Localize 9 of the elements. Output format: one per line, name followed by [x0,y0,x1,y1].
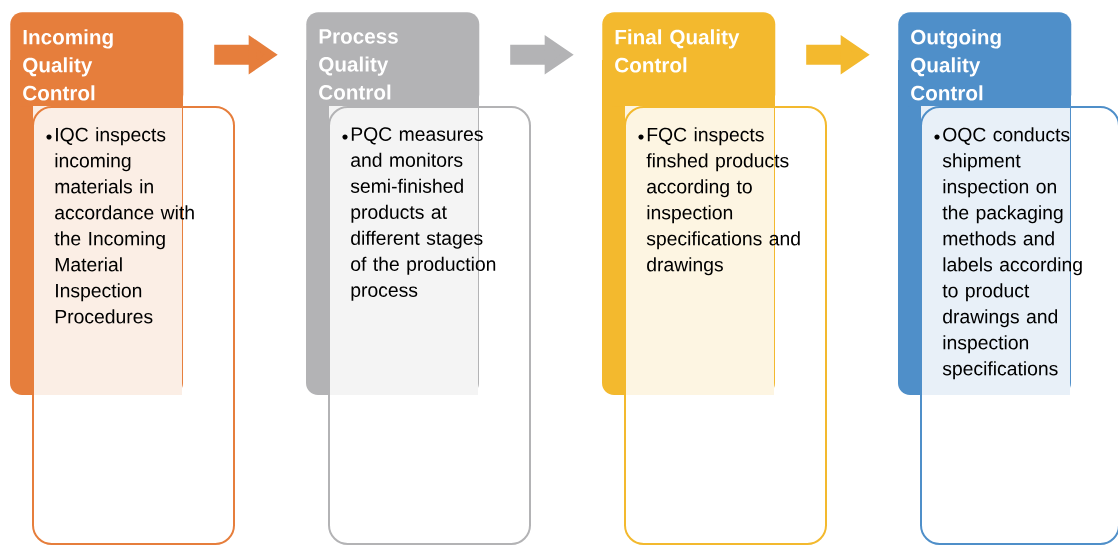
node-label: Process Quality Control [319,29,398,100]
stage-box: Incoming Quality Control [10,12,184,107]
node-label: Final Quality Control [615,29,740,73]
stage-box: Process Quality Control [306,12,480,107]
stage-box: Final Quality Control [602,12,776,107]
description-card: PQC measures and monitors semi-finished products at different stages of the production process [328,106,531,545]
stage-box: Outgoing Quality Control [898,12,1072,107]
node-label: Incoming Quality Control [23,29,113,101]
node-label: Outgoing Quality Control [911,29,1001,101]
